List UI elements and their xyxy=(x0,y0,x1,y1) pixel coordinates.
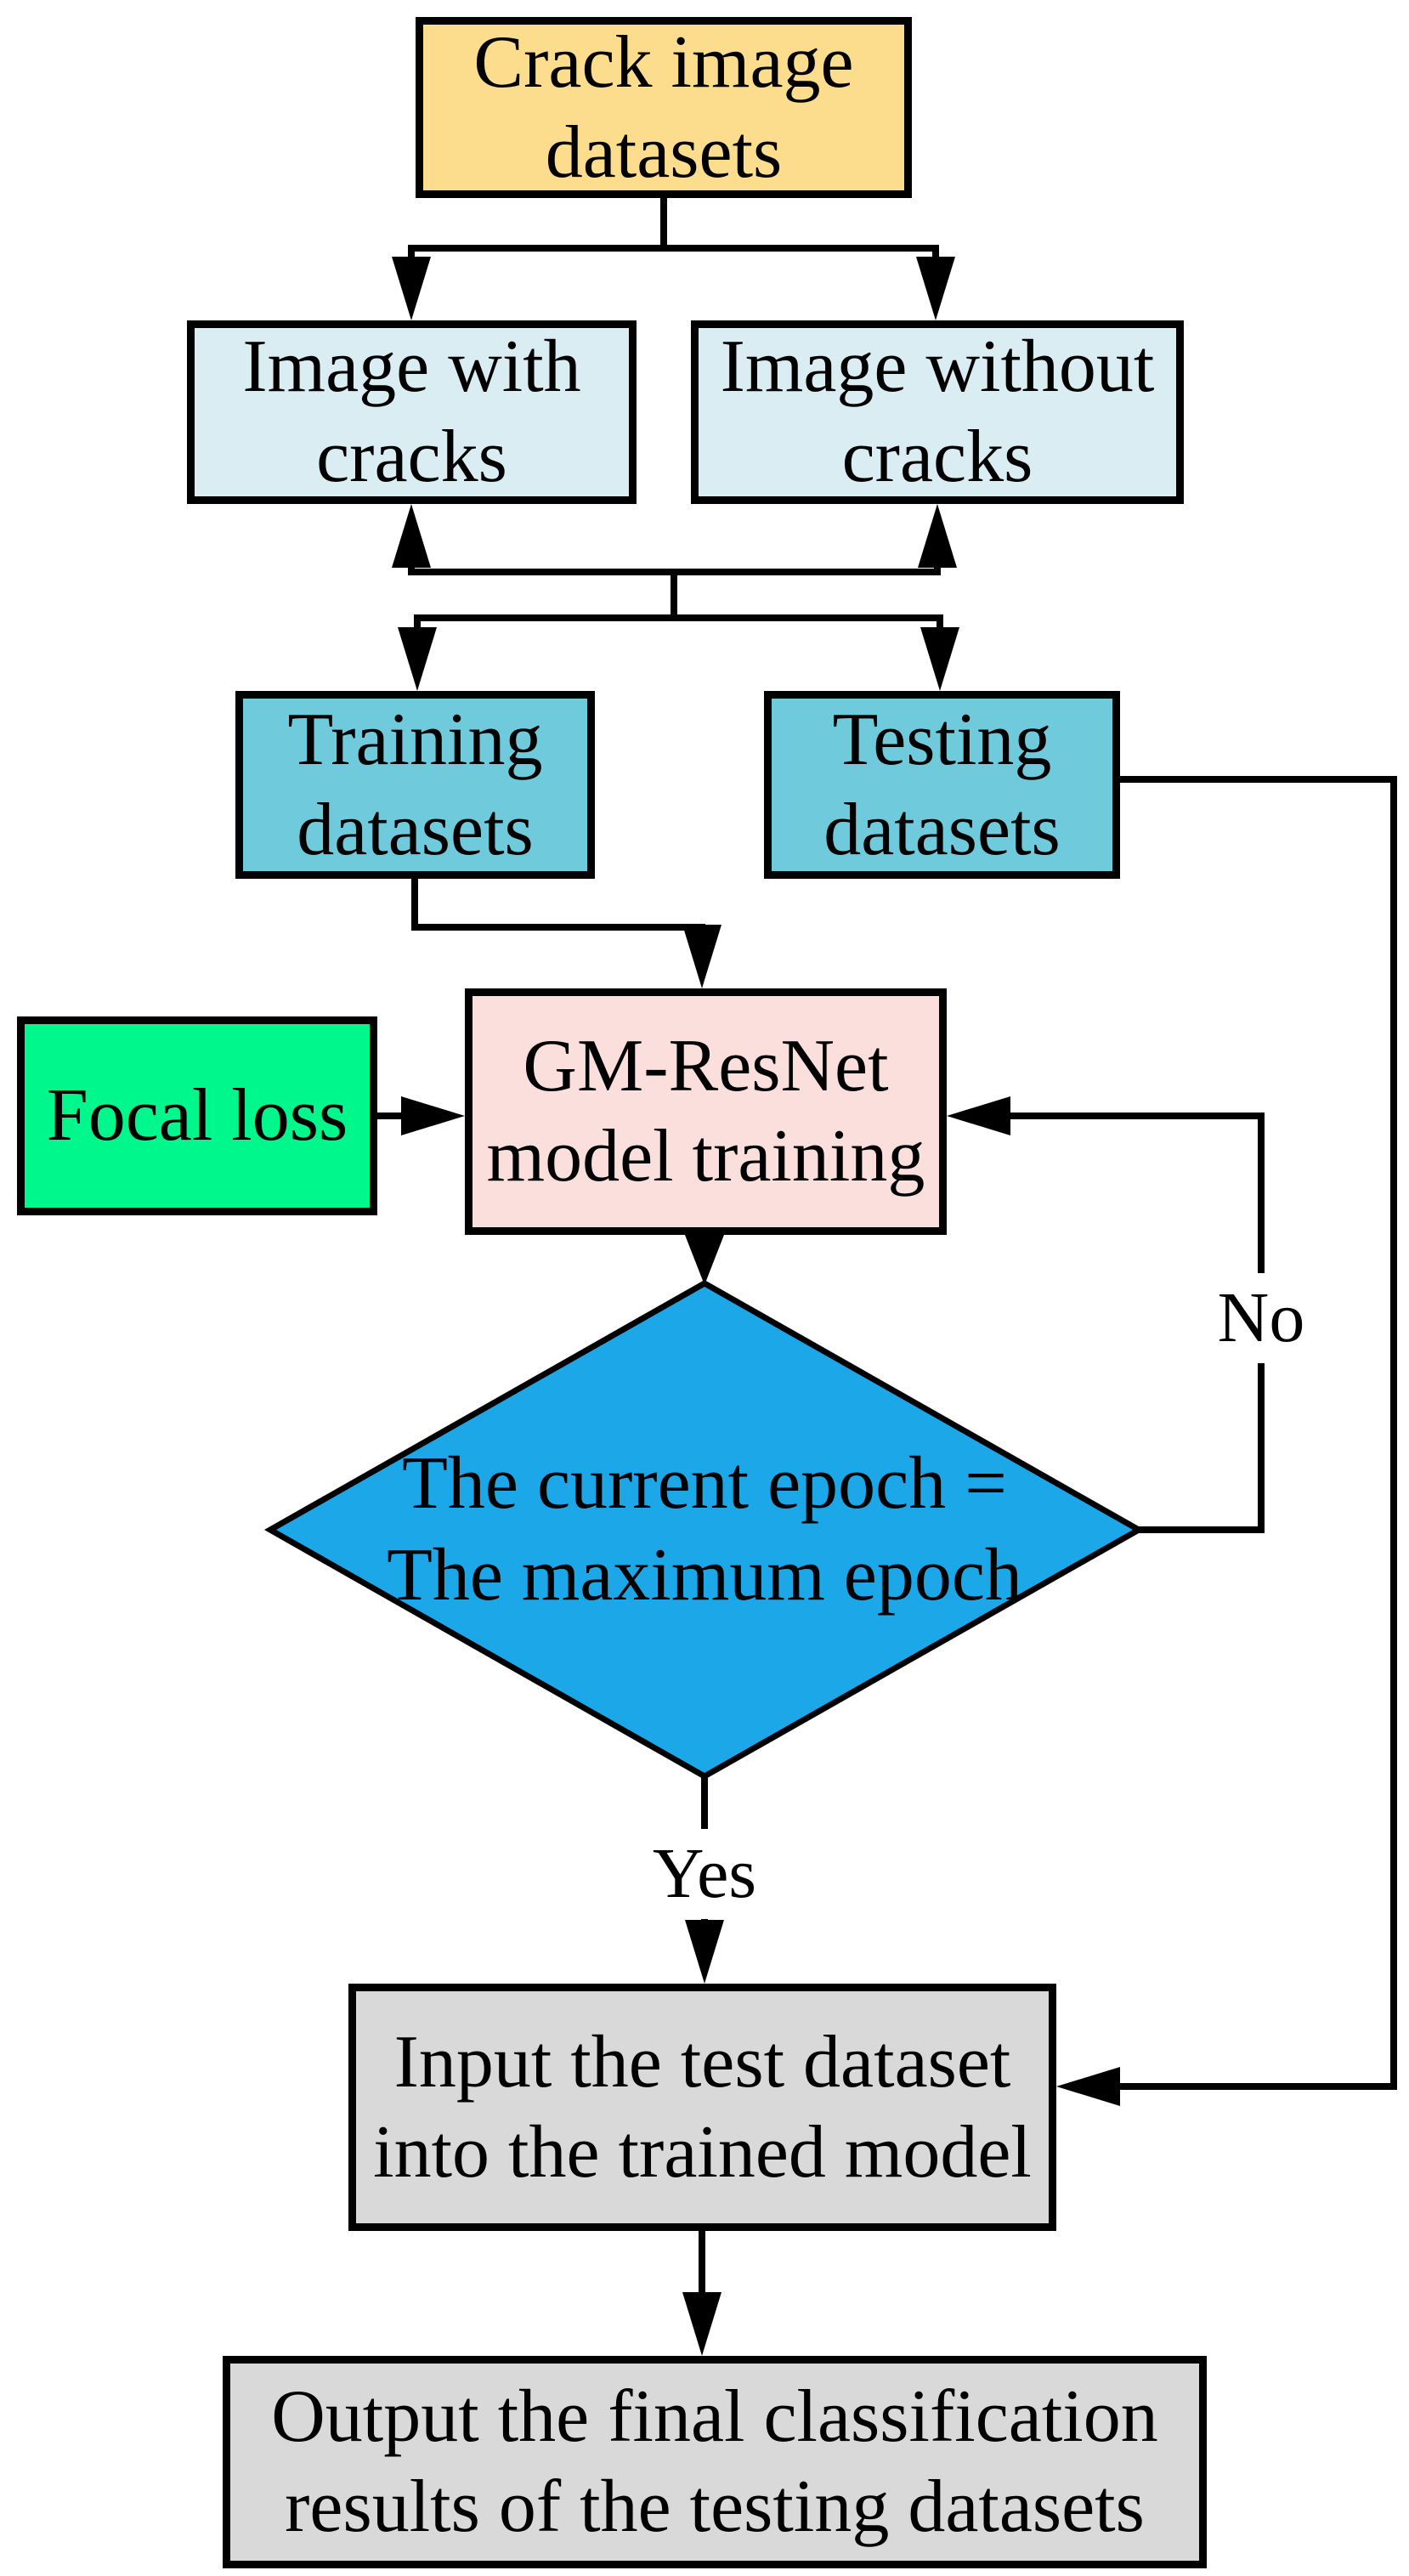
edge-no-loop-top-line xyxy=(1004,1112,1265,1119)
node-label-line: model training xyxy=(486,1115,925,1197)
node-label-line: datasets xyxy=(545,110,783,194)
node-label-line: cracks xyxy=(316,416,507,498)
arrowhead-down-into-testing-datasets xyxy=(920,627,959,691)
node-focal-loss: Focal loss xyxy=(17,1016,377,1215)
edge-input-to-output-line xyxy=(699,2231,705,2299)
edge-focal-loss-line xyxy=(377,1112,408,1119)
arrowhead-down-into-input-box xyxy=(685,1920,724,1984)
arrowhead-down-into-output-box xyxy=(682,2292,721,2356)
node-label-line: cracks xyxy=(841,416,1033,498)
edge-merge-to-split-line xyxy=(671,569,677,621)
edge-split-top-line xyxy=(408,245,939,252)
arrowhead-down-into-gm-resnet xyxy=(682,925,721,988)
edge-training-stub xyxy=(414,614,421,637)
node-output-results: Output the final classification results … xyxy=(223,2356,1207,2568)
edge-split-left-stub xyxy=(408,245,415,263)
edge-training-out-horizontal xyxy=(411,924,705,931)
edge-testing-out-horizontal xyxy=(1120,776,1397,783)
arrowhead-down-into-diamond xyxy=(685,1235,724,1285)
node-epoch-decision-label: The current epoch = The maximum epoch xyxy=(288,1438,1121,1622)
edge-testing-right-vertical xyxy=(1390,776,1397,2090)
node-image-with-cracks: Image with cracks xyxy=(187,320,637,504)
node-label-line: Image with xyxy=(242,326,581,408)
node-label-line: Image without xyxy=(720,326,1155,408)
arrowhead-down-into-image-with-cracks xyxy=(392,257,431,320)
edge-merge-right-stub xyxy=(934,558,941,575)
edge-testing-stub xyxy=(937,614,943,637)
edge-split-right-stub xyxy=(932,245,939,263)
node-label-line: results of the testing datasets xyxy=(285,2466,1145,2548)
arrowhead-up-into-image-with-cracks xyxy=(392,504,431,568)
edge-label-no: No xyxy=(1168,1273,1355,1363)
edge-label-yes: Yes xyxy=(611,1829,798,1919)
node-label-line: Focal loss xyxy=(46,1074,348,1157)
arrowhead-down-into-training-datasets xyxy=(398,627,437,691)
arrowhead-up-into-image-without-cracks xyxy=(918,504,957,568)
edge-crack-to-split-line xyxy=(660,198,667,252)
node-testing-datasets: Testing datasets xyxy=(764,691,1120,879)
node-image-without-cracks: Image without cracks xyxy=(691,320,1184,504)
node-label-line: Testing xyxy=(832,698,1052,781)
node-label-line: The maximum epoch xyxy=(387,1534,1022,1616)
node-label-line: Input the test dataset xyxy=(393,2020,1011,2103)
node-training-datasets: Training datasets xyxy=(235,691,595,879)
node-label-line: into the trained model xyxy=(373,2110,1032,2194)
node-label-line: The current epoch = xyxy=(402,1442,1007,1525)
node-gm-resnet-model-training: GM-ResNet model training xyxy=(465,988,947,1235)
edge-no-loop-bottom-line xyxy=(1139,1526,1265,1533)
node-label-line: datasets xyxy=(823,788,1061,871)
node-label-line: Training xyxy=(287,698,543,781)
arrowhead-left-into-gm-resnet xyxy=(947,1096,1010,1135)
node-label-line: Crack image xyxy=(473,20,854,104)
node-label-line: Output the final classification xyxy=(271,2375,1158,2458)
node-label-line: GM-ResNet xyxy=(523,1025,889,1107)
edge-dataset-split-line xyxy=(414,614,943,621)
node-label-line: datasets xyxy=(297,788,534,871)
arrowhead-right-into-gm-resnet xyxy=(401,1096,465,1135)
edge-testing-into-input-line xyxy=(1113,2083,1394,2090)
node-input-test-dataset: Input the test dataset into the trained … xyxy=(348,1984,1056,2231)
node-crack-image-datasets: Crack image datasets xyxy=(416,17,912,198)
edge-training-out-vertical xyxy=(411,879,418,931)
arrowhead-down-into-image-without-cracks xyxy=(916,257,955,320)
arrowhead-left-into-input-box xyxy=(1056,2067,1120,2106)
edge-merge-left-stub xyxy=(408,558,415,575)
